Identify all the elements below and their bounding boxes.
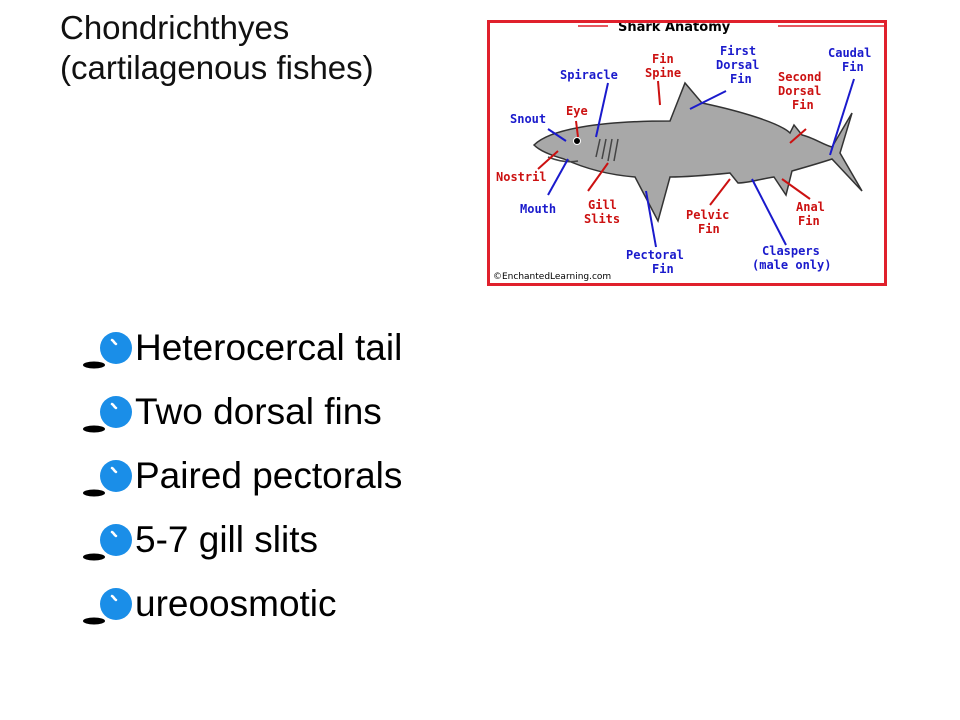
blue-ball-bullet-icon [83,332,132,369]
shark-eye-icon [573,137,581,145]
label-claspers-2: (male only) [752,258,831,272]
bullet-item: ureoosmotic [60,572,402,636]
bullet-item: Heterocercal tail [60,316,402,380]
label-anal-2: Fin [798,214,820,228]
label-claspers-1: Claspers [762,244,820,258]
label-first-dorsal-2: Dorsal [716,58,759,72]
label-pectoral-1: Pectoral [626,248,684,262]
diagram-credit: ©EnchantedLearning.com [493,272,611,282]
label-anal-1: Anal [796,200,825,214]
label-nostril: Nostril [496,170,547,184]
slide-title-line2: (cartilagenous fishes) [60,49,374,86]
shark-anatomy-diagram: Shark Anatomy Fin [487,20,887,286]
label-pelvic-2: Fin [698,222,720,236]
bullet-item: Paired pectorals [60,444,402,508]
bullet-text: Paired pectorals [135,455,403,496]
label-gill-1: Gill [588,198,617,212]
label-first-dorsal-1: First [720,44,756,58]
slide-title-line1: Chondrichthyes [60,9,290,46]
bullet-item: Two dorsal fins [60,380,402,444]
label-gill-2: Slits [584,212,620,226]
blue-ball-bullet-icon [83,588,132,625]
label-second-dorsal-2: Dorsal [778,84,821,98]
bullet-text: ureoosmotic [135,583,337,624]
label-caudal-1: Caudal [828,46,871,60]
label-second-dorsal-1: Second [778,70,821,84]
label-snout: Snout [510,112,546,126]
blue-ball-bullet-icon [83,396,132,433]
label-pectoral-2: Fin [652,262,674,276]
label-fin-spine-1: Fin [652,52,674,66]
gill-slits [595,138,619,162]
bullet-text: Two dorsal fins [135,391,382,432]
label-spiracle: Spiracle [560,68,618,82]
label-fin-spine-2: Spine [645,66,681,80]
label-eye: Eye [566,104,588,118]
blue-ball-bullet-icon [83,524,132,561]
label-pelvic-1: Pelvic [686,208,729,222]
label-mouth: Mouth [520,202,556,216]
blue-ball-bullet-icon [83,460,132,497]
bullet-text: Heterocercal tail [135,327,403,368]
label-second-dorsal-3: Fin [792,98,814,112]
bullet-text: 5-7 gill slits [135,519,318,560]
slide-title: Chondrichthyes (cartilagenous fishes) [60,8,374,88]
bullet-list: Heterocercal tail Two dorsal fins Paired… [60,316,402,636]
bullet-item: 5-7 gill slits [60,508,402,572]
diagram-title: Shark Anatomy [618,23,731,35]
label-caudal-2: Fin [842,60,864,74]
label-first-dorsal-3: Fin [730,72,752,86]
